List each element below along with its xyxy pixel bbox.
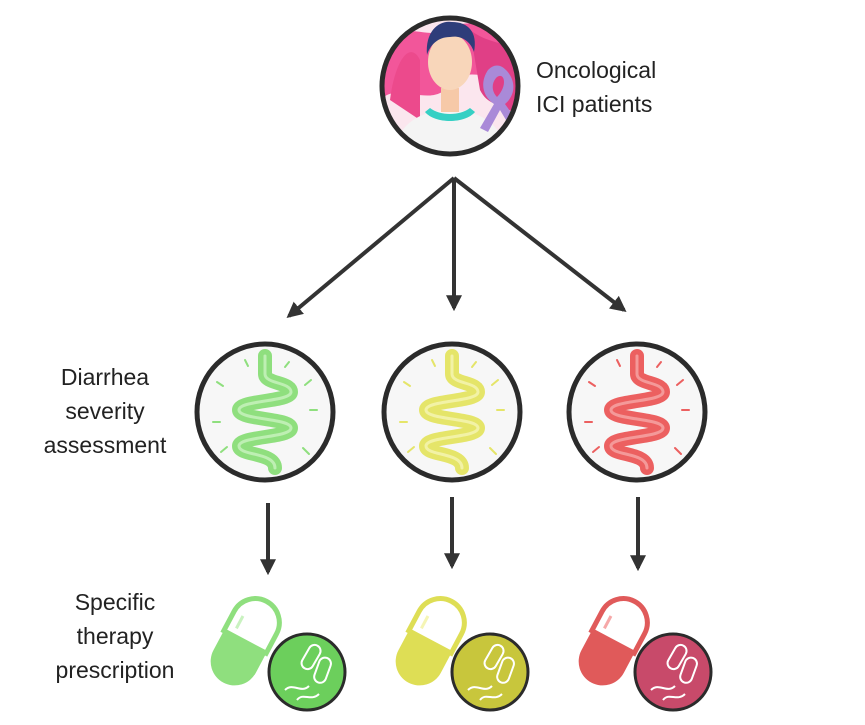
branch-arrows [286,176,627,319]
patient-node [379,15,521,157]
capsule-icon [210,596,282,686]
therapy-label: Specific therapy prescription [30,585,200,687]
intestine-icon [212,349,318,475]
severity-node-moderate [381,341,523,483]
bacteria-icon [633,632,713,712]
intestine-icon [584,349,690,475]
intestine-icon [399,349,505,475]
therapy-label-line-2: therapy [76,623,154,649]
bacteria-icon [450,632,530,712]
severity-label-line-1: Diarrhea [60,364,150,390]
severity-label-line-3: assessment [43,432,167,458]
therapy-mild [210,596,347,712]
therapy-severe [578,596,713,712]
therapy-moderate [395,596,530,712]
bacteria-icon [267,632,347,712]
severity-label: Diarrhea severity assessment [20,360,190,462]
arrow-to-mild [286,176,456,319]
arrow-to-severe [452,176,627,312]
capsule-icon [578,596,650,686]
capsule-icon [395,596,467,686]
therapy-label-line-3: prescription [55,657,175,683]
down-arrows [260,497,646,576]
severity-node-severe [566,341,708,483]
severity-node-mild [194,341,336,483]
patients-label: Oncological ICI patients [536,53,656,121]
severity-label-line-2: severity [65,398,145,424]
patients-label-line-2: ICI patients [536,91,653,117]
therapy-label-line-1: Specific [74,589,156,615]
patient-avatar-icon [382,18,518,154]
patients-label-line-1: Oncological [536,57,657,83]
